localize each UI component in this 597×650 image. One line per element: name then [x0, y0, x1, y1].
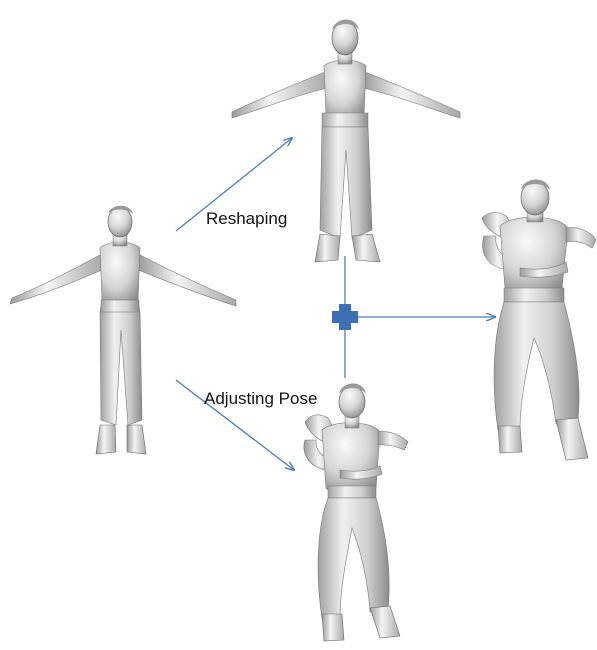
reshaping-label: Reshaping [206, 210, 287, 227]
adjusting-pose-label: Adjusting Pose [204, 390, 317, 407]
plus-icon [332, 304, 358, 330]
combined-figure [482, 180, 596, 461]
source-figure [10, 206, 236, 454]
posed-figure [304, 384, 408, 642]
